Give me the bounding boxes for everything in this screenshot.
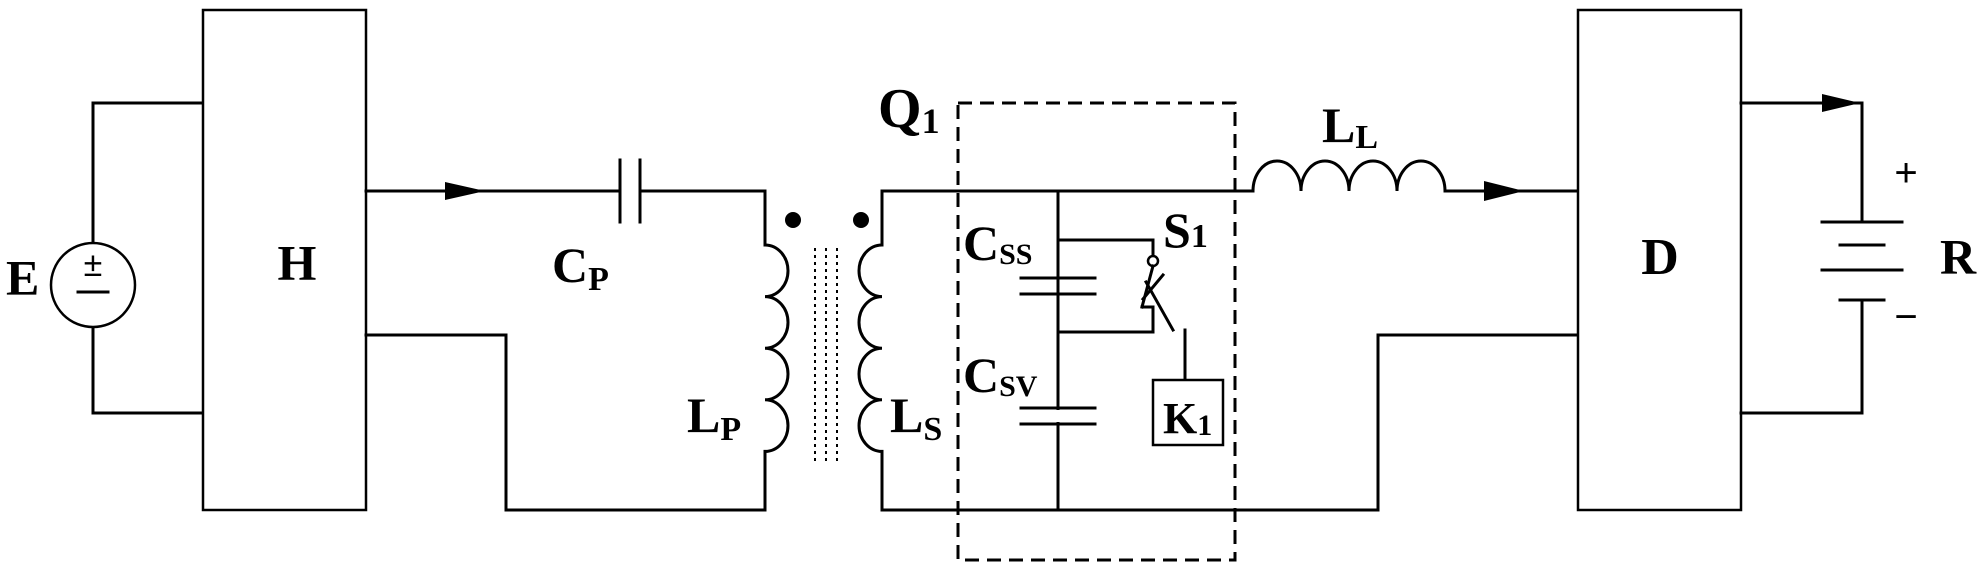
secondary-dot xyxy=(853,212,869,228)
return-wire xyxy=(1378,335,1578,510)
secondary-coil xyxy=(859,245,882,451)
source-label: E xyxy=(6,249,39,305)
output-wiring xyxy=(1741,94,1862,413)
primary-dot xyxy=(785,212,801,228)
primary-coil xyxy=(765,245,788,451)
voltage-source: ± xyxy=(51,103,203,413)
filter-inductor xyxy=(1253,161,1445,191)
primary-coil-label: LP xyxy=(687,387,741,448)
series-cap-label: CSS xyxy=(963,215,1032,271)
primary-wiring xyxy=(366,182,765,510)
primary-capacitor xyxy=(620,160,640,222)
secondary-coil-label: LS xyxy=(890,387,942,448)
primary-cap-label: CP xyxy=(552,237,609,298)
inverter-label: H xyxy=(278,234,317,290)
load-plus: + xyxy=(1894,151,1917,195)
transformer-core xyxy=(815,248,837,465)
load-label: R xyxy=(1940,228,1977,284)
switch-module-label: Q1 xyxy=(878,78,940,141)
switch-label: S1 xyxy=(1163,202,1208,258)
source-symbol: ± xyxy=(84,246,103,284)
current-arrow-right xyxy=(1484,181,1524,201)
bypass-switch xyxy=(1058,240,1173,332)
rectifier-label: D xyxy=(1641,229,1679,286)
load-minus: − xyxy=(1894,295,1917,339)
parallel-cap-label: CSV xyxy=(963,347,1038,403)
filter-inductor-label: LL xyxy=(1322,97,1378,156)
load-battery xyxy=(1822,222,1902,300)
